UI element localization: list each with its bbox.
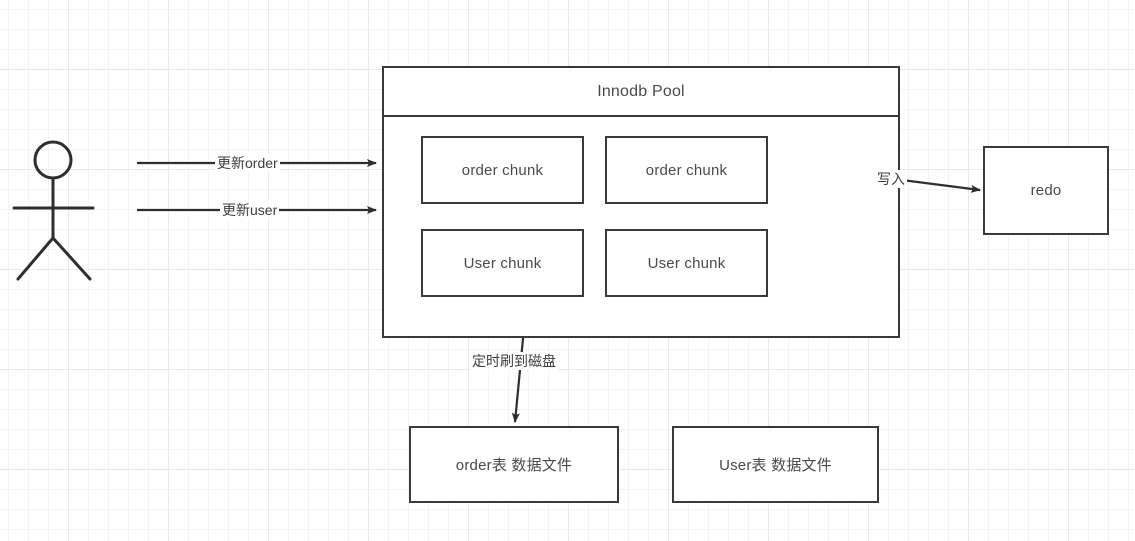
chunk-order-2[interactable]: order chunk — [605, 136, 768, 204]
edge-label-flush-disk: 定时刷到磁盘 — [470, 352, 558, 370]
chunk-user-1[interactable]: User chunk — [421, 229, 584, 297]
chunk-user-2[interactable]: User chunk — [605, 229, 768, 297]
innodb-pool-title: Innodb Pool — [384, 68, 898, 117]
redo-label: redo — [1030, 182, 1062, 199]
edge-label-update-order: 更新order — [215, 154, 280, 172]
user-data-file-box[interactable]: User表 数据文件 — [672, 426, 879, 503]
redo-log-box[interactable]: redo — [983, 146, 1109, 235]
chunk-label: User chunk — [463, 254, 542, 272]
chunk-label: order chunk — [645, 161, 728, 179]
edge-label-write-redo: 写入 — [875, 170, 907, 188]
order-data-file-label: order表 数据文件 — [455, 457, 573, 474]
user-data-file-label: User表 数据文件 — [719, 457, 832, 474]
order-data-file-box[interactable]: order表 数据文件 — [409, 426, 619, 503]
edge-label-update-user: 更新user — [220, 201, 280, 219]
chunk-order-1[interactable]: order chunk — [421, 136, 584, 204]
chunk-label: User chunk — [647, 254, 726, 272]
user-actor-icon — [12, 140, 95, 281]
chunk-label: order chunk — [461, 161, 544, 179]
